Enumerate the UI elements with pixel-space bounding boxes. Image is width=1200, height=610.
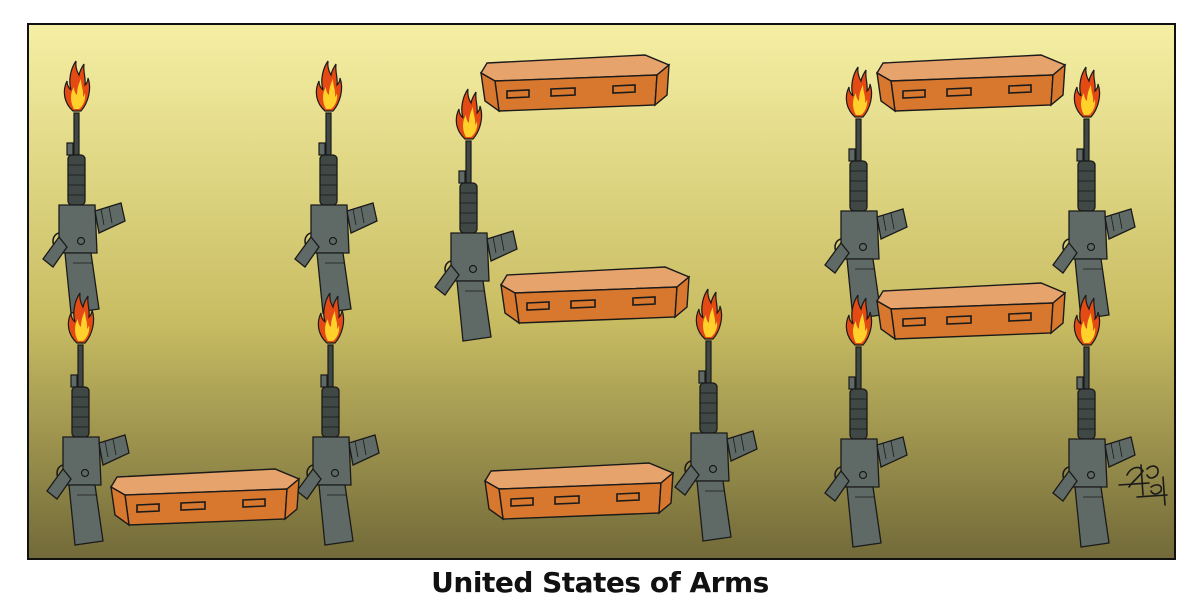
coffin-icon xyxy=(876,282,1066,340)
rifle-icon xyxy=(296,292,380,546)
rifle-icon xyxy=(42,60,126,314)
coffin-icon xyxy=(110,468,300,526)
coffin-icon xyxy=(480,54,670,112)
rifle-icon xyxy=(1052,294,1136,548)
cartoon-scene xyxy=(42,54,1168,548)
letter-s xyxy=(434,54,758,542)
coffin-icon xyxy=(876,54,1066,112)
cartoon-panel xyxy=(27,23,1176,560)
artist-signature xyxy=(1118,464,1168,506)
rifle-icon xyxy=(1052,66,1136,320)
letter-a xyxy=(824,54,1136,548)
rifle-icon xyxy=(294,60,378,314)
coffin-icon xyxy=(500,266,690,324)
coffin-icon xyxy=(484,462,674,520)
cartoon-caption: United States of Arms xyxy=(431,566,769,599)
rifle-icon xyxy=(674,288,758,542)
letter-u xyxy=(42,60,380,546)
